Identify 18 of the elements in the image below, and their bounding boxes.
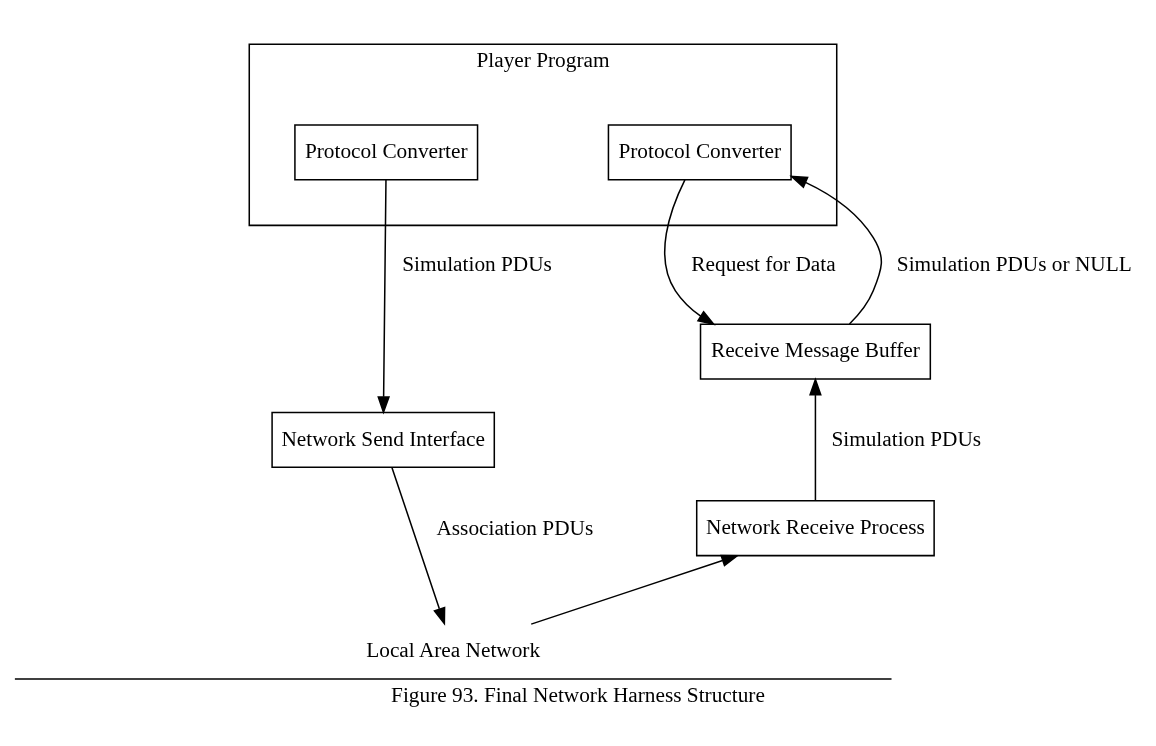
node-box: Network Receive Process — [695, 500, 935, 557]
node-box: Network Send Interface — [271, 411, 496, 469]
node-text: Local Area Network — [366, 638, 541, 663]
edge-label: Association PDUs — [436, 515, 594, 540]
caption: Figure 93. Final Network Harness Structure — [391, 683, 765, 708]
arrow — [789, 175, 883, 325]
arrow — [663, 179, 716, 326]
arrow — [530, 554, 740, 625]
arrow — [377, 179, 391, 415]
edge-label: Request for Data — [691, 251, 836, 276]
arrow — [809, 377, 822, 502]
edge-label: Simulation PDUs or NULL — [896, 251, 1132, 276]
arrow — [391, 466, 446, 626]
edge-label: Simulation PDUs — [402, 251, 552, 276]
node-box: Receive Message Buffer — [699, 323, 932, 380]
node-box: Protocol Converter — [294, 124, 479, 181]
node-box: Protocol Converter — [607, 124, 792, 181]
edge-label: Simulation PDUs — [831, 427, 982, 452]
